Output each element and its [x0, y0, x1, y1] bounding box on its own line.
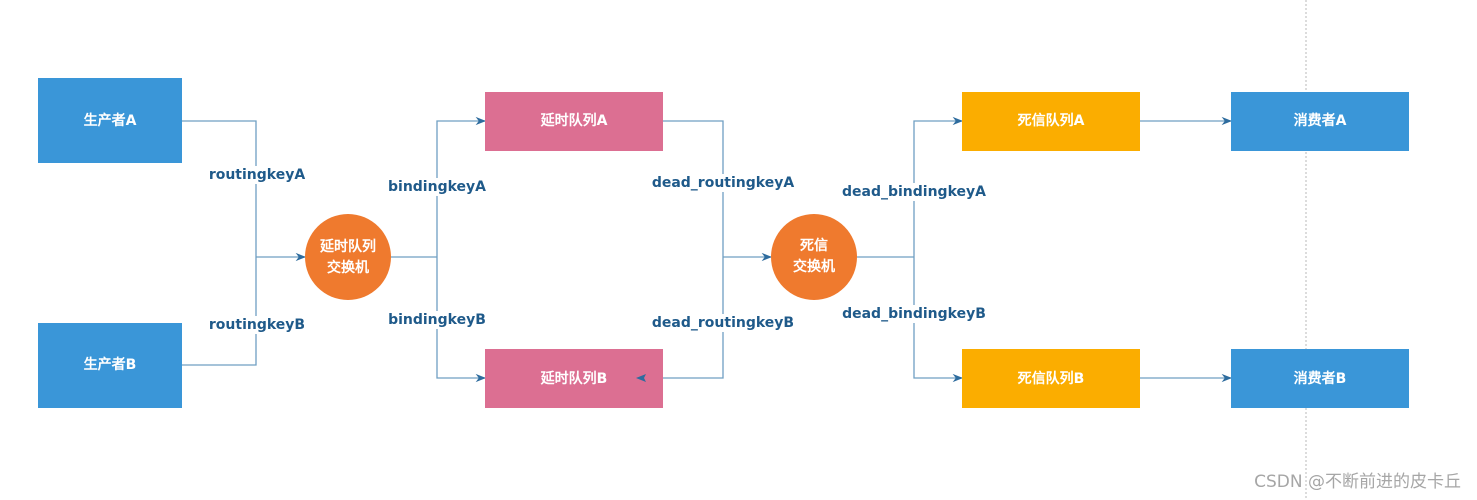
watermark: CSDN @不断前进的皮卡丘: [1254, 472, 1461, 492]
dlx-label-line2: 交换机: [793, 258, 835, 275]
dead-queue-b-node: 死信队列B: [962, 349, 1140, 408]
producer-a-node: 生产者A: [38, 78, 182, 163]
label-dead-routingkey-a: dead_routingkeyA: [652, 175, 795, 191]
delay-queue-a-node: 延时队列A: [485, 92, 663, 151]
label-routingkey-a: routingkeyA: [209, 167, 306, 183]
delay-exchange-label-line2: 交换机: [327, 259, 369, 276]
consumer-a-label: 消费者A: [1294, 112, 1347, 129]
edge-to-delay-queue-a: [436, 116, 487, 257]
delay-exchange-node: 延时队列 交换机: [305, 214, 391, 300]
label-bindingkey-a: bindingkeyA: [388, 179, 486, 195]
edge-producer-a: [181, 120, 257, 257]
consumer-b-node: 消费者B: [1231, 349, 1409, 408]
dead-queue-a-node: 死信队列A: [962, 92, 1140, 151]
dlx-label-line1: 死信: [799, 237, 828, 254]
delay-queue-a-label: 延时队列A: [540, 112, 608, 129]
dead-queue-a-label: 死信队列A: [1017, 112, 1085, 129]
delay-queue-b-node: 延时队列B: [485, 349, 663, 408]
label-dead-bindingkey-b: dead_bindingkeyB: [842, 306, 986, 322]
edge-to-dead-queue-a: [913, 116, 964, 257]
consumer-a-node: 消费者A: [1231, 92, 1409, 151]
delay-exchange-label-line1: 延时队列: [319, 238, 376, 255]
delay-queue-b-label: 延时队列B: [540, 370, 608, 387]
producer-b-label: 生产者B: [84, 356, 137, 373]
label-bindingkey-b: bindingkeyB: [388, 312, 486, 328]
dead-letter-exchange-node: 死信 交换机: [771, 214, 857, 300]
label-dead-routingkey-b: dead_routingkeyB: [652, 315, 794, 331]
label-routingkey-b: routingkeyB: [209, 317, 305, 333]
producer-b-node: 生产者B: [38, 323, 182, 408]
label-dead-bindingkey-a: dead_bindingkeyA: [842, 184, 986, 200]
edge-to-delay-queue-b: [436, 257, 487, 383]
producer-a-label: 生产者A: [84, 112, 137, 129]
edge-producer-b: [181, 257, 257, 366]
edge-delay-queue-b-link: [634, 257, 724, 383]
arrow-into-delay-queue-b-icon: [636, 374, 646, 382]
edge-delay-queue-a-out: [663, 120, 724, 257]
consumer-b-label: 消费者B: [1294, 370, 1347, 387]
edge-to-dead-queue-b: [913, 257, 964, 383]
dead-queue-b-label: 死信队列B: [1017, 370, 1085, 387]
